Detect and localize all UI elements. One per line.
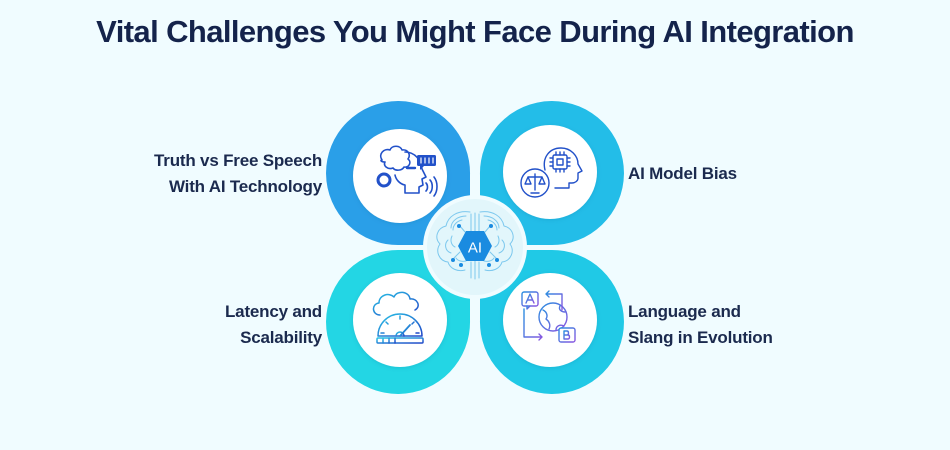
challenge-label-truth-vs-free-speech: Truth vs Free Speech With AI Technology bbox=[100, 148, 322, 200]
page-title: Vital Challenges You Might Face During A… bbox=[96, 14, 854, 49]
label-line-1: Language and bbox=[628, 302, 741, 321]
ai-head-speech-icon bbox=[376, 145, 438, 197]
challenge-label-language-slang: Language and Slang in Evolution bbox=[628, 299, 848, 351]
label-line-1: Latency and bbox=[225, 302, 322, 321]
globe-translation-icon bbox=[521, 290, 576, 343]
label-line-2: Slang in Evolution bbox=[628, 328, 773, 347]
label-line-2: With AI Technology bbox=[168, 177, 322, 196]
ai-brain-circuit-icon bbox=[436, 211, 514, 280]
head-chip-scales-icon bbox=[520, 147, 583, 198]
ai-badge: AI bbox=[468, 240, 482, 257]
label-line-1: AI Model Bias bbox=[628, 164, 737, 183]
cloud-speedometer-icon bbox=[372, 291, 424, 344]
challenge-label-ai-model-bias: AI Model Bias bbox=[628, 161, 828, 187]
label-line-1: Truth vs Free Speech bbox=[154, 151, 322, 170]
center-ai-emblem: AI bbox=[423, 195, 527, 299]
challenge-label-latency-scalability: Latency and Scalability bbox=[120, 299, 322, 351]
label-line-2: Scalability bbox=[240, 328, 322, 347]
